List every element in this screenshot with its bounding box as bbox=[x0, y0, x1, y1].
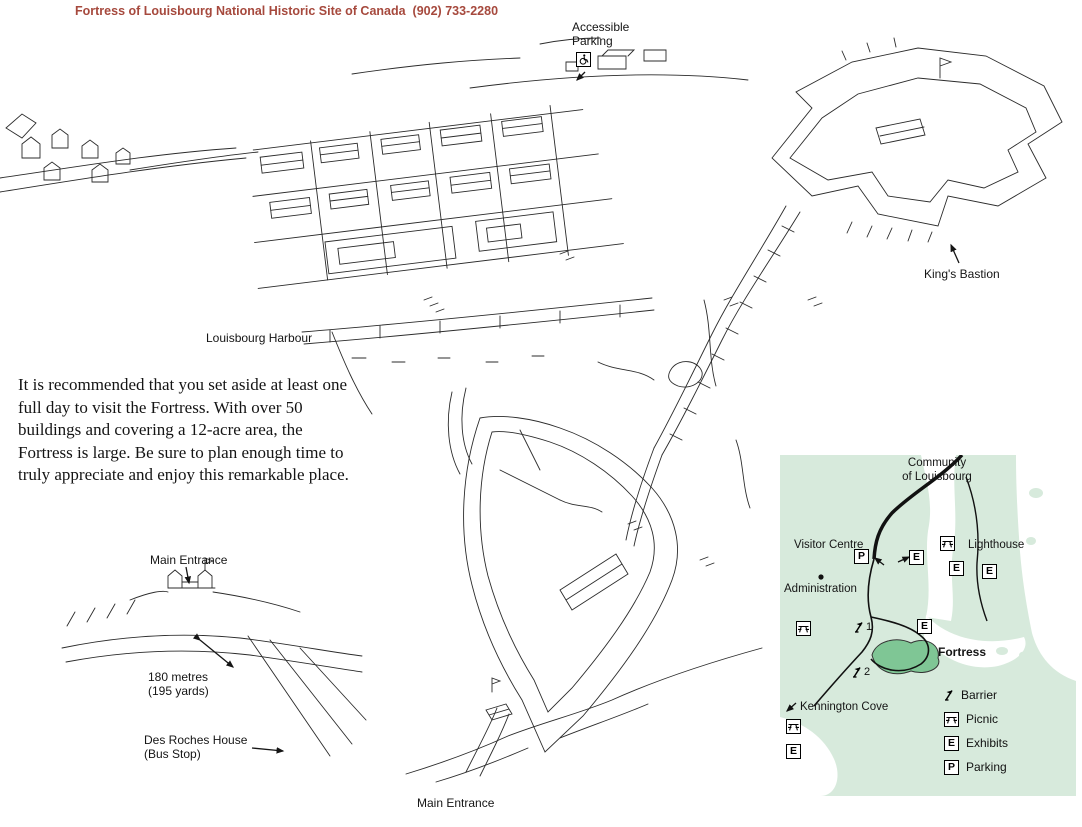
parking-icon: P bbox=[944, 759, 959, 775]
picnic-icon bbox=[944, 711, 959, 727]
distance-line1: 180 metres bbox=[148, 670, 209, 684]
arrow-accessible-parking bbox=[576, 71, 586, 81]
exhibit-icon: E bbox=[944, 735, 959, 751]
legend-label-parking: Parking bbox=[966, 760, 1007, 774]
label-louisbourg-harbour: Louisbourg Harbour bbox=[206, 331, 313, 345]
exhibit-icon: E bbox=[917, 619, 932, 634]
label-distance: 180 metres (195 yards) bbox=[148, 670, 209, 699]
barrier-marker-2: 2 bbox=[852, 666, 870, 678]
intro-paragraph: It is recommended that you set aside at … bbox=[18, 375, 349, 485]
inset-legend: Barrier Picnic E Exhibits P Parking bbox=[944, 683, 1008, 779]
inset-map-graphics bbox=[780, 455, 1076, 796]
label-main-entrance-bottom: Main Entrance bbox=[417, 796, 495, 810]
wheelchair-icon bbox=[576, 52, 591, 67]
parking-icon: P bbox=[854, 549, 869, 564]
label-lighthouse: Lighthouse bbox=[968, 539, 1025, 551]
arrow-180-metres bbox=[192, 633, 235, 668]
exhibit-icon: E bbox=[982, 564, 997, 579]
label-main-entrance-upper: Main Entrance bbox=[150, 553, 228, 567]
exhibit-icon: E bbox=[786, 744, 801, 759]
des-roches-line1: Des Roches House bbox=[144, 733, 248, 747]
exhibit-icon: E bbox=[909, 550, 924, 565]
legend-item-barrier: Barrier bbox=[944, 683, 1008, 707]
arrow-kennington bbox=[786, 702, 797, 712]
community-line2: of Louisbourg bbox=[902, 470, 972, 483]
label-administration: Administration bbox=[784, 583, 857, 595]
picnic-icon bbox=[940, 536, 955, 551]
arrow-to-exhibit bbox=[897, 556, 911, 563]
community-line1: Community bbox=[907, 457, 967, 469]
arrow-to-parking bbox=[873, 557, 885, 566]
label-kennington-cove: Kennington Cove bbox=[800, 701, 889, 713]
label-des-roches: Des Roches House (Bus Stop) bbox=[144, 733, 247, 762]
legend-label-exhibits: Exhibits bbox=[966, 736, 1009, 750]
inset-map: Community of Louisbourg Visitor Centre L… bbox=[780, 455, 1076, 796]
barrier-icon bbox=[945, 690, 953, 701]
picnic-icon bbox=[796, 621, 811, 636]
barrier-icon bbox=[853, 667, 861, 678]
legend-label-barrier: Barrier bbox=[961, 688, 998, 702]
barrier-marker-1: 1 bbox=[854, 621, 872, 633]
label-kings-bastion: King's Bastion bbox=[924, 267, 1000, 281]
label-fortress: Fortress bbox=[938, 645, 987, 659]
label-community: Community of Louisbourg bbox=[898, 457, 976, 485]
arrow-kings-bastion bbox=[950, 243, 960, 264]
des-roches-line2: (Bus Stop) bbox=[144, 747, 201, 762]
site-title: Fortress of Louisbourg National Historic… bbox=[75, 4, 499, 18]
label-accessible-parking: Accessible Parking bbox=[572, 20, 629, 49]
administration-dot bbox=[818, 574, 824, 580]
arrow-des-roches bbox=[251, 747, 285, 754]
accessible-parking-line2: Parking bbox=[572, 34, 613, 49]
legend-item-parking: P Parking bbox=[944, 755, 1008, 779]
legend-label-picnic: Picnic bbox=[966, 712, 999, 726]
legend-item-exhibits: E Exhibits bbox=[944, 731, 1008, 755]
label-visitor-centre: Visitor Centre bbox=[794, 539, 864, 551]
barrier-icon bbox=[855, 622, 863, 633]
accessible-parking-line1: Accessible bbox=[572, 20, 630, 34]
distance-line2: (195 yards) bbox=[148, 684, 209, 699]
exhibit-icon: E bbox=[949, 561, 964, 576]
barrier-marker-2-number: 2 bbox=[864, 666, 871, 678]
picnic-icon bbox=[786, 719, 801, 734]
arrow-main-entrance-upper bbox=[184, 566, 191, 585]
legend-item-picnic: Picnic bbox=[944, 707, 1008, 731]
barrier-marker-1-number: 1 bbox=[866, 621, 873, 633]
